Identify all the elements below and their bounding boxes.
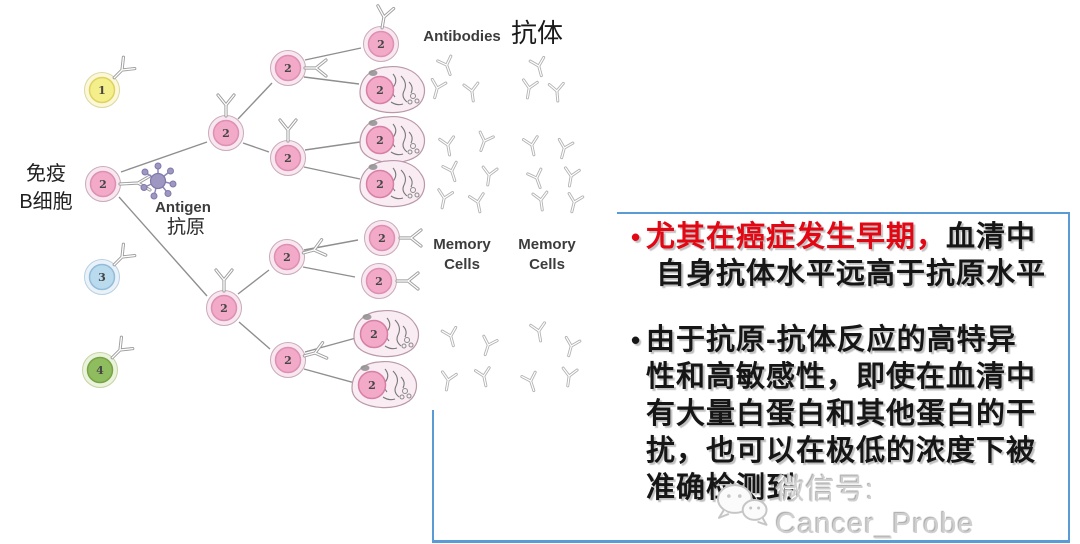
svg-text:2: 2	[378, 232, 386, 245]
antibodies-label-en: Antibodies	[423, 28, 501, 45]
svg-text:2: 2	[99, 178, 107, 191]
bullet-2-line4: 扰，也可以在极低的浓度下被	[646, 435, 1037, 467]
bullet-2-line2: 性和高敏感性，即使在血清中	[646, 361, 1037, 393]
svg-text:2: 2	[284, 62, 292, 75]
memory-cells-right-line1: Memory	[518, 236, 576, 253]
antigen-label-en: Antigen	[155, 199, 211, 216]
memory-cells-left-line1: Memory	[433, 236, 491, 253]
svg-text:3: 3	[98, 271, 106, 284]
wechat-icon	[716, 483, 768, 526]
antigen-icon	[140, 162, 177, 200]
plasma-cell: 2	[359, 115, 426, 164]
svg-text:4: 4	[96, 364, 104, 377]
svg-text:2: 2	[376, 134, 384, 147]
b-cell-2-founder: 2	[84, 165, 122, 203]
b-cell-4: 4	[81, 351, 119, 389]
svg-text:2: 2	[370, 328, 378, 341]
svg-text:2: 2	[222, 127, 230, 140]
plasma-cell: 2	[359, 65, 426, 114]
plasma-cell: 2	[353, 309, 420, 358]
immune-bcell-label-line1: 免疫	[26, 162, 66, 185]
b-cell-3: 3	[83, 258, 121, 296]
svg-text:2: 2	[284, 354, 292, 367]
svg-text:2: 2	[375, 275, 383, 288]
memory-cell: 2	[363, 219, 401, 257]
bullet-1-line2: 自身抗体水平远高于抗原水平	[656, 258, 1047, 290]
bcell-clonal-selection-diagram: 1 2 3 4	[0, 0, 617, 410]
bullet-dot: •	[631, 325, 642, 355]
b-cell-1: 1	[83, 71, 121, 109]
immune-bcell-label-line2: B细胞	[19, 190, 72, 213]
clone-cell: 2	[269, 139, 307, 177]
clone-cell: 2	[205, 289, 243, 327]
svg-text:2: 2	[376, 84, 384, 97]
clonal-tree-lines	[118, 47, 362, 384]
diagram-background	[0, 0, 617, 410]
svg-text:2: 2	[220, 302, 228, 315]
watermark-text: 微信号: Cancer_Probe	[775, 474, 975, 540]
memory-cell: 2	[362, 25, 400, 63]
memory-cells-left-line2: Cells	[444, 256, 480, 273]
bullet-1-red-text: 尤其在癌症发生早期，	[646, 221, 947, 253]
svg-text:2: 2	[283, 251, 291, 264]
svg-text:2: 2	[377, 38, 385, 51]
memory-cell: 2	[360, 262, 398, 300]
bullet-1-black-text: 血清中	[946, 221, 1037, 253]
clone-cell: 2	[207, 114, 245, 152]
plasma-cell: 2	[351, 360, 418, 409]
plasma-cell: 2	[359, 159, 426, 208]
memory-cells-right-line2: Cells	[529, 256, 565, 273]
svg-text:2: 2	[368, 379, 376, 392]
clone-cell: 2	[269, 341, 307, 379]
bullet-dot: •	[631, 222, 642, 252]
bullet-2: •由于抗原-抗体反应的高特异 性和高敏感性，即使在血清中 有大量白蛋白和其他蛋白…	[631, 322, 1073, 507]
svg-text:1: 1	[98, 84, 106, 97]
antibodies-label-zh: 抗体	[511, 18, 563, 48]
bullet-2-line3: 有大量白蛋白和其他蛋白的干	[646, 398, 1037, 430]
svg-text:2: 2	[376, 178, 384, 191]
clone-cell: 2	[268, 238, 306, 276]
svg-text:2: 2	[284, 152, 292, 165]
watermark: 微信号: Cancer_Probe	[712, 466, 1080, 541]
annotation-text: •尤其在癌症发生早期，血清中 自身抗体水平远高于抗原水平 •由于抗原-抗体反应的…	[631, 219, 1073, 507]
bullet-1: •尤其在癌症发生早期，血清中 自身抗体水平远高于抗原水平	[631, 219, 1073, 293]
antigen-label-zh: 抗原	[167, 216, 205, 238]
bullet-2-line1: 由于抗原-抗体反应的高特异	[646, 324, 1017, 356]
clone-cell: 2	[269, 49, 307, 87]
